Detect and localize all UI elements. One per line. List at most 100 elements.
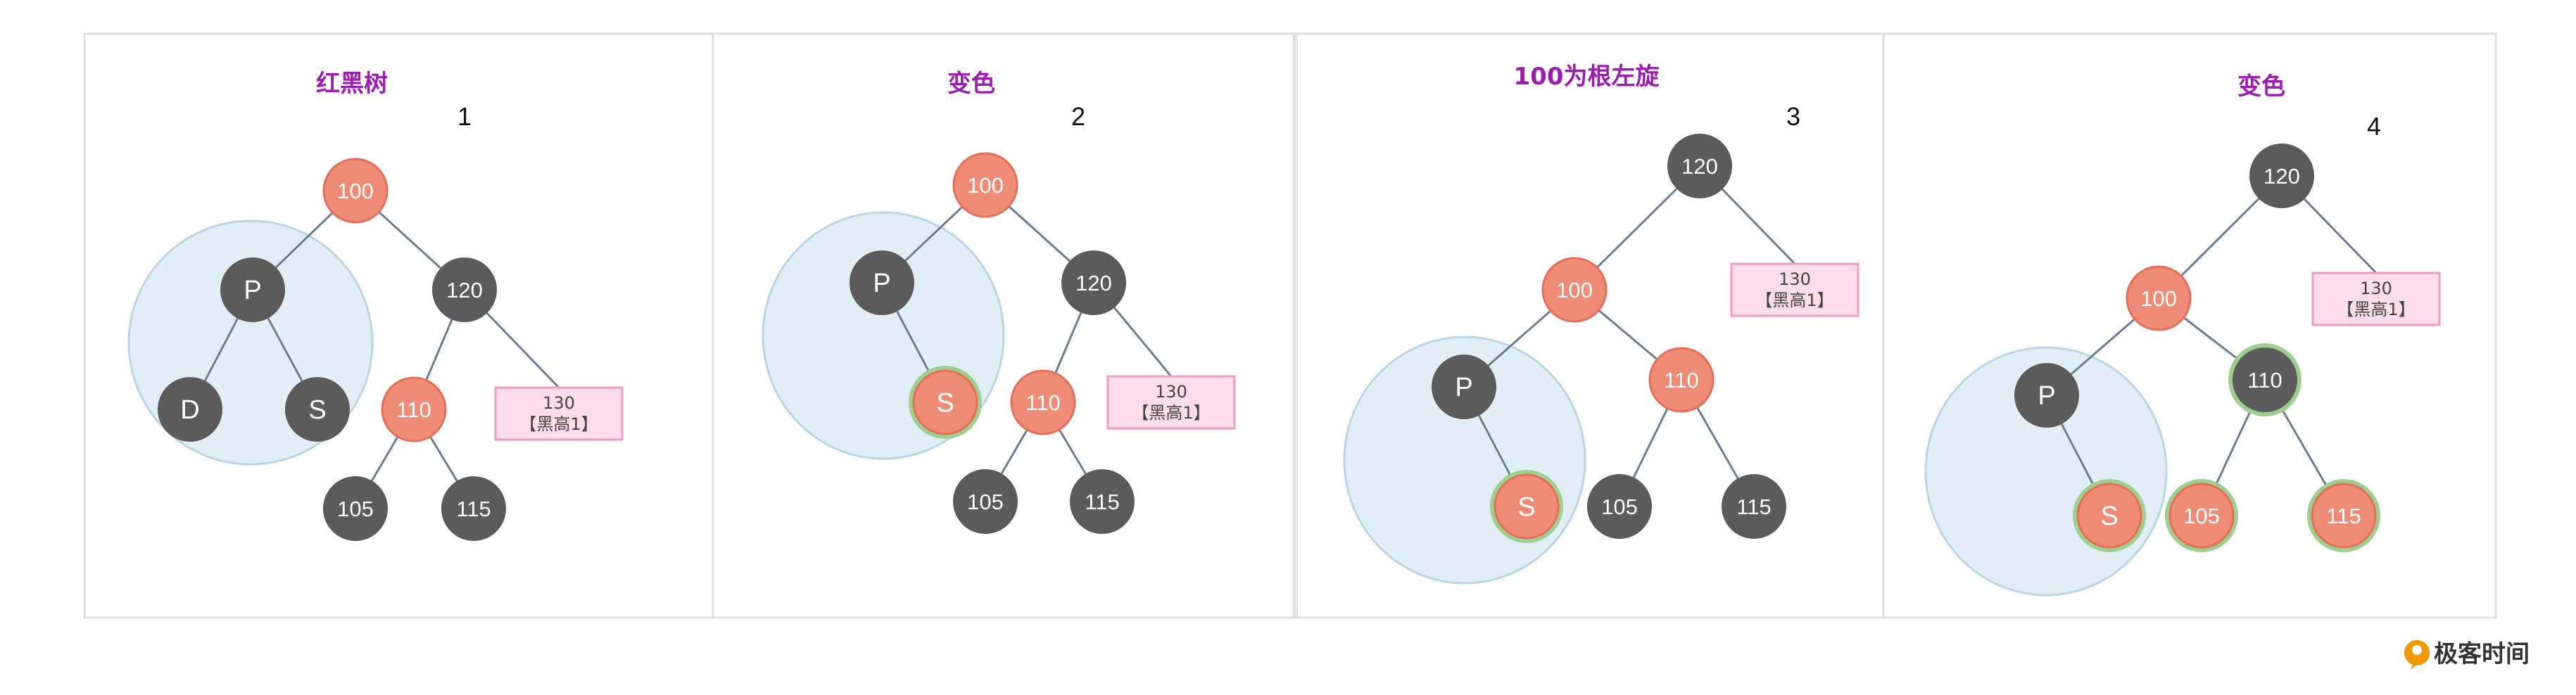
tree-node: 115 bbox=[441, 476, 506, 541]
red-node-circle bbox=[1541, 257, 1608, 323]
tree-node: 100 bbox=[1541, 257, 1608, 323]
black-node-circle bbox=[441, 476, 506, 541]
red-node-circle bbox=[952, 152, 1018, 218]
tree-node: 110 bbox=[1010, 369, 1076, 435]
node-label: 110 bbox=[396, 397, 431, 422]
black-node-circle bbox=[1061, 250, 1126, 315]
geektime-logo-icon-tail bbox=[2411, 657, 2421, 670]
node-label: 105 bbox=[1601, 495, 1638, 519]
red-node-circle bbox=[2126, 265, 2192, 331]
tree-node: 110 bbox=[381, 376, 447, 442]
black-node-circle bbox=[220, 257, 285, 322]
brand-name: 极客时间 bbox=[2434, 640, 2530, 668]
black-node-circle bbox=[285, 377, 350, 442]
node-label: 110 bbox=[1664, 368, 1698, 393]
black-node-circle bbox=[2233, 348, 2297, 412]
node-label: 110 bbox=[2247, 368, 2282, 393]
black-height-box-label: 【黑高1】 bbox=[2337, 300, 2415, 319]
node-label: 100 bbox=[2140, 286, 2177, 311]
red-node-circle bbox=[912, 369, 978, 435]
black-height-box-label: 【黑高1】 bbox=[519, 414, 598, 434]
black-node-circle bbox=[953, 469, 1018, 534]
node-label: 110 bbox=[1025, 390, 1060, 415]
tree-node: 105 bbox=[953, 469, 1018, 534]
black-height-box-value: 130 bbox=[1779, 269, 1811, 289]
black-height-box-label: 【黑高1】 bbox=[1132, 403, 1210, 423]
node-label: 105 bbox=[337, 497, 374, 521]
step-number: 1 bbox=[457, 102, 472, 131]
red-node-circle bbox=[322, 158, 389, 224]
tree-node: P bbox=[1432, 355, 1496, 419]
tree-node: 100 bbox=[322, 158, 389, 224]
tree-node: S bbox=[2073, 479, 2146, 552]
node-label: 120 bbox=[1075, 271, 1112, 295]
node-label: 115 bbox=[456, 497, 491, 521]
node-label: S bbox=[1517, 492, 1535, 522]
panel-title: 红黑树 bbox=[316, 70, 388, 98]
node-label: P bbox=[1455, 373, 1472, 402]
panel-title: 100为根左旋 bbox=[1514, 63, 1660, 91]
red-node-circle bbox=[1010, 369, 1076, 435]
tree-node: 115 bbox=[1070, 469, 1135, 534]
node-label: S bbox=[2100, 502, 2118, 531]
node-label: S bbox=[936, 388, 954, 418]
tree-node: S bbox=[909, 366, 982, 439]
geektime-logo-icon-inner bbox=[2412, 645, 2422, 655]
tree-node: 120 bbox=[2249, 144, 2314, 208]
node-label: P bbox=[873, 269, 890, 298]
node-label: 115 bbox=[1736, 495, 1771, 519]
node-label: P bbox=[2038, 381, 2055, 411]
red-node-circle bbox=[381, 376, 447, 442]
red-node-circle bbox=[2311, 483, 2377, 549]
tree-node: P bbox=[220, 257, 285, 322]
black-node-circle bbox=[1587, 474, 1652, 539]
red-node-circle bbox=[2168, 483, 2235, 549]
step-number: 3 bbox=[1786, 102, 1800, 131]
tree-node: 100 bbox=[952, 152, 1018, 218]
node-label: 105 bbox=[967, 490, 1004, 514]
black-height-box-value: 130 bbox=[1155, 382, 1187, 402]
red-node-circle bbox=[1494, 473, 1560, 540]
red-node-circle bbox=[2076, 483, 2142, 549]
black-node-circle bbox=[323, 476, 388, 541]
tree-node: 120 bbox=[432, 257, 497, 322]
node-label: 100 bbox=[337, 179, 374, 203]
node-label: 100 bbox=[967, 173, 1004, 198]
tree-node: 105 bbox=[2165, 479, 2238, 552]
node-label: 100 bbox=[1556, 278, 1593, 302]
node-label: P bbox=[244, 276, 261, 305]
brand-logo: 极客时间 bbox=[2404, 640, 2530, 670]
black-node-circle bbox=[1070, 469, 1135, 534]
black-node-circle bbox=[1432, 355, 1496, 419]
tree-node: 115 bbox=[1722, 474, 1786, 539]
tree-node: 100 bbox=[2126, 265, 2192, 331]
tree-node: S bbox=[285, 377, 350, 442]
step-number: 4 bbox=[2367, 112, 2381, 141]
black-node-circle bbox=[1667, 134, 1732, 198]
red-node-circle bbox=[1648, 347, 1715, 413]
black-node-circle bbox=[2249, 144, 2314, 208]
black-height-box-label: 【黑高1】 bbox=[1755, 291, 1833, 310]
black-height-box bbox=[1106, 375, 1236, 430]
tree-node: P bbox=[850, 250, 914, 315]
black-height-box bbox=[1730, 262, 1860, 317]
tree-node: 110 bbox=[2228, 343, 2302, 416]
tree-node: P bbox=[2014, 363, 2079, 428]
node-label: 120 bbox=[446, 278, 483, 302]
step-number: 2 bbox=[1071, 102, 1085, 131]
black-node-circle bbox=[432, 257, 497, 322]
node-label: 120 bbox=[1681, 154, 1718, 179]
tree-node: 120 bbox=[1667, 134, 1732, 198]
panel-title: 变色 bbox=[2237, 72, 2285, 101]
tree-node: 105 bbox=[1587, 474, 1652, 539]
black-height-box bbox=[494, 386, 624, 441]
tree-node: 105 bbox=[323, 476, 388, 541]
black-height-box-value: 130 bbox=[543, 393, 575, 413]
panel-title: 变色 bbox=[947, 70, 995, 98]
black-height-box bbox=[2311, 272, 2441, 326]
black-height-box-value: 130 bbox=[2360, 279, 2392, 298]
